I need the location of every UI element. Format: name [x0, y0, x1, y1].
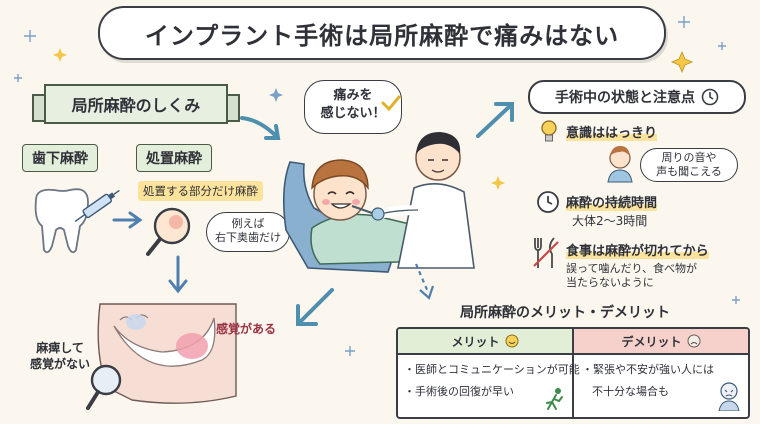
demerit-item: ・緊張や不安が強い人には — [582, 363, 714, 376]
feeling-label: 感覚がある — [216, 322, 277, 336]
clock-icon — [701, 88, 719, 106]
duration-label: 麻酔の持続時間 — [566, 192, 658, 211]
mouth-illustration — [86, 303, 237, 410]
duration-value: 大体2〜3時間 — [572, 214, 648, 228]
hearing-bubble-line1: 周りの音や — [661, 151, 717, 164]
merit-item: ・医師とコミュニケーションが可能 — [404, 363, 580, 376]
gum-anesthesia-tag: 歯下麻酔 — [22, 144, 98, 172]
example-bubble-line2: 右下奥歯だけ — [215, 231, 281, 244]
anxious-person-icon — [718, 382, 740, 411]
local-anesthesia-tag: 処置麻酔 — [136, 144, 212, 172]
status-notes-heading: 手術中の状態と注意点 — [528, 80, 746, 114]
patient-dentist-illustration — [282, 132, 475, 273]
table-header-line — [398, 353, 748, 355]
example-bubble-line1: 例えば — [231, 217, 265, 230]
demerit-item: 不十分な場合も — [592, 385, 669, 398]
listening-person-icon — [607, 146, 633, 183]
consciousness-label: 意識ははっきり — [566, 122, 658, 141]
meal-note: 誤って噛んだり、食べ物が 当たらないように — [566, 262, 698, 289]
demerit-header: デメリット — [574, 329, 748, 353]
arrow-down-icon — [168, 255, 188, 294]
demerit-list: ・緊張や不安が強い人には 不十分な場合も — [582, 359, 714, 403]
demerit-header-text: デメリット — [621, 334, 682, 349]
meal-label: 食事は麻酔が切れてから — [566, 240, 709, 259]
magnifier-icon — [146, 207, 191, 256]
tooth-syringe-illustration — [34, 188, 120, 254]
merit-header-text: メリット — [451, 334, 500, 349]
merit-demerit-table: メリット デメリット ・医師とコミュニケーションが可能 ・手術後の回復が早い ・… — [396, 327, 750, 419]
page-title: インプラント手術は局所麻酔で痛みはない — [98, 6, 666, 60]
status-notes-heading-text: 手術中の状態と注意点 — [555, 90, 695, 106]
numb-label-line1: 麻痺して — [36, 341, 84, 355]
merit-header: メリット — [398, 329, 572, 353]
hearing-bubble-line2: 声も聞こえる — [656, 165, 722, 178]
arrow-down-left-icon — [296, 288, 334, 326]
arrow-right-icon — [112, 211, 143, 229]
worried-face-icon — [687, 334, 700, 348]
clock-icon — [537, 191, 559, 213]
merit-list: ・医師とコミュニケーションが可能 ・手術後の回復が早い — [404, 359, 580, 403]
speech-line2: 感じない！ — [320, 106, 386, 121]
consciousness-text: 意識ははっきり — [566, 126, 658, 141]
running-person-icon — [546, 388, 563, 410]
merit-demerit-heading: 局所麻酔のメリット・デメリット — [460, 305, 670, 321]
arrow-to-center-icon — [240, 116, 281, 140]
duration-text: 麻酔の持続時間 — [566, 196, 658, 211]
numb-label-line2: 感覚がない — [30, 357, 91, 371]
speech-line1: 痛みを — [333, 88, 373, 103]
no-pain-speech-bubble: 痛みを 感じない！ — [304, 80, 402, 134]
table-divider — [572, 329, 574, 417]
cutlery-icon — [533, 237, 559, 268]
check-icon — [381, 95, 401, 112]
hearing-bubble: 周りの音や 声も聞こえる — [640, 148, 738, 182]
smile-icon — [505, 334, 518, 348]
numb-label: 麻痺して 感覚がない — [30, 340, 90, 372]
arrow-down-dashed-icon — [414, 263, 435, 300]
lightbulb-icon — [541, 120, 557, 142]
meal-text: 食事は麻酔が切れてから — [566, 244, 709, 259]
arrow-up-right-icon — [476, 102, 514, 138]
local-highlight: 処置する部分だけ麻酔 — [138, 181, 263, 201]
example-bubble: 例えば 右下奥歯だけ — [206, 212, 290, 252]
mechanism-heading: 局所麻酔のしくみ — [32, 84, 240, 124]
merit-item: ・手術後の回復が早い — [404, 385, 514, 398]
